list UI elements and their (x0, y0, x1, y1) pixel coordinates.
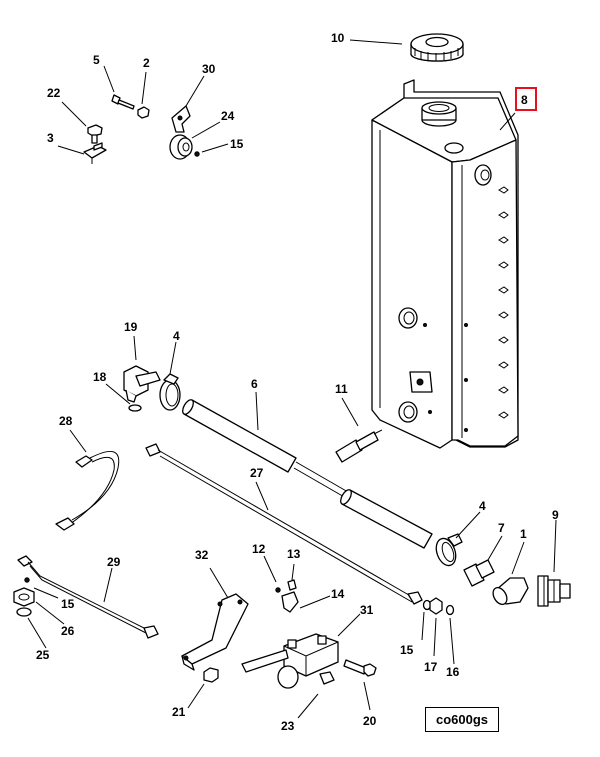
elbow-14[interactable] (281, 591, 299, 613)
callout-23: 23 (281, 719, 295, 733)
callout-14: 14 (331, 587, 345, 601)
washer-15-left[interactable] (24, 577, 30, 583)
callout-17: 17 (424, 660, 438, 674)
cable-harness-28[interactable] (55, 450, 120, 531)
ball-12[interactable] (275, 587, 281, 593)
fitting-13[interactable] (287, 579, 297, 591)
callout-27: 27 (250, 466, 264, 480)
clip-3[interactable] (83, 142, 107, 164)
callout-8: 8 (521, 93, 528, 107)
callout-6: 6 (251, 377, 258, 391)
screw-20[interactable] (343, 659, 377, 677)
callout-leaders (27, 39, 557, 719)
screw-22[interactable] (87, 124, 103, 144)
callout-21: 21 (172, 705, 186, 719)
callout-18: 18 (93, 370, 107, 384)
callout-20: 20 (363, 714, 377, 728)
grommet-24[interactable] (169, 134, 193, 160)
callout-9: 9 (552, 508, 559, 522)
callout-1: 1 (520, 527, 527, 541)
callout-5: 5 (93, 53, 100, 67)
callout-10: 10 (331, 31, 345, 45)
callout-15-top: 15 (230, 137, 244, 151)
fitting-17[interactable] (429, 597, 443, 615)
valve-block-31[interactable] (241, 633, 339, 689)
callout-26: 26 (61, 624, 75, 638)
callout-30: 30 (202, 62, 216, 76)
callout-7: 7 (498, 521, 505, 535)
elbow-fitting-19[interactable] (123, 365, 161, 403)
callout-4-upper: 4 (173, 329, 180, 343)
callout-3: 3 (47, 131, 54, 145)
callout-31: 31 (360, 603, 374, 617)
callout-19: 19 (124, 320, 138, 334)
callout-32: 32 (195, 548, 209, 562)
bulkhead-fitting-9[interactable] (537, 575, 571, 607)
callout-28: 28 (59, 414, 73, 428)
bracket-32[interactable] (181, 593, 249, 671)
reservoir-tank[interactable] (371, 79, 519, 449)
tube-27[interactable] (145, 443, 423, 605)
callout-2: 2 (143, 56, 150, 70)
fitting-26[interactable] (13, 587, 35, 607)
callout-22: 22 (47, 86, 61, 100)
highlight-box (515, 87, 537, 111)
callout-15-left: 15 (61, 597, 75, 611)
bolt-5[interactable] (111, 94, 135, 110)
callout-25: 25 (36, 648, 50, 662)
hose-6[interactable] (181, 398, 433, 549)
o-ring-25[interactable] (16, 607, 32, 617)
callout-12: 12 (252, 542, 266, 556)
callout-16: 16 (446, 665, 460, 679)
callout-15-right: 15 (400, 643, 414, 657)
callout-labels: 10 8 5 2 30 22 3 24 15 19 4 18 6 11 28 2… (36, 31, 559, 733)
line-29[interactable] (17, 555, 159, 639)
washer-15-top[interactable] (194, 151, 200, 157)
bracket-30[interactable] (171, 105, 191, 133)
screw-21[interactable] (203, 667, 219, 683)
hose-clamp-4-upper[interactable] (159, 373, 181, 411)
nut-2[interactable] (137, 106, 150, 119)
callout-11: 11 (335, 382, 348, 396)
callout-13: 13 (287, 547, 301, 561)
figure-code-label: co600gs (425, 707, 499, 732)
callout-24: 24 (221, 109, 235, 123)
fitting-11[interactable] (335, 429, 383, 463)
adapter-7[interactable] (463, 559, 495, 587)
callout-29: 29 (107, 555, 121, 569)
filler-cap[interactable] (410, 33, 464, 62)
callout-4-lower: 4 (479, 499, 486, 513)
o-ring-18[interactable] (128, 404, 142, 412)
seal-16[interactable] (445, 604, 455, 616)
elbow-1[interactable] (490, 577, 529, 607)
hose-clamp-4-lower[interactable] (433, 533, 463, 568)
tank-mounting-studs (498, 186, 509, 419)
